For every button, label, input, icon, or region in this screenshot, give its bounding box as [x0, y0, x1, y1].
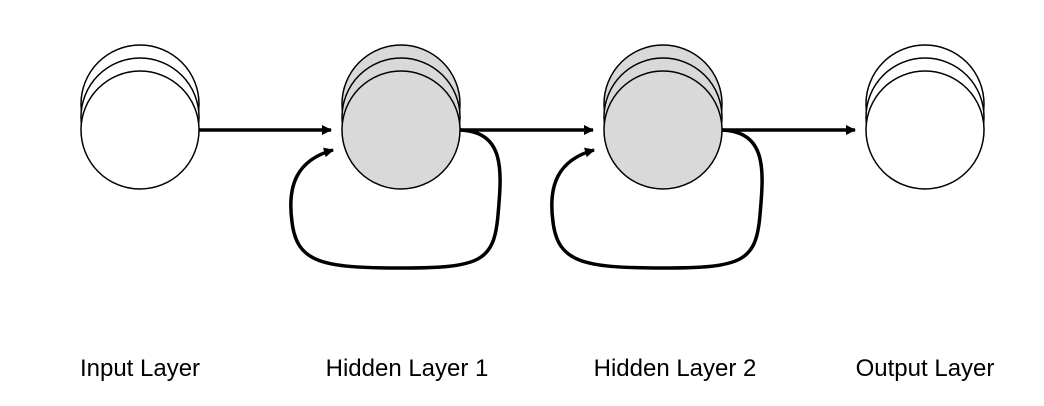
output-layer-label: Output Layer — [856, 355, 995, 382]
hidden-layer-2-stack — [603, 44, 723, 190]
input-neuron-front — [80, 70, 200, 190]
hidden-layer-1-stack — [341, 44, 461, 190]
hidden-1-neuron-front — [341, 70, 461, 190]
recurrent-loop-hidden-2 — [550, 128, 764, 270]
output-neuron-front — [865, 70, 985, 190]
hidden-layer-2-label: Hidden Layer 2 — [594, 355, 757, 382]
input-layer-stack — [80, 44, 200, 190]
hidden-layer-1-label: Hidden Layer 1 — [326, 355, 489, 382]
recurrent-loop-hidden-1 — [289, 128, 502, 270]
output-layer-stack — [865, 44, 985, 190]
hidden-2-neuron-front — [603, 70, 723, 190]
input-layer-label: Input Layer — [80, 355, 200, 382]
